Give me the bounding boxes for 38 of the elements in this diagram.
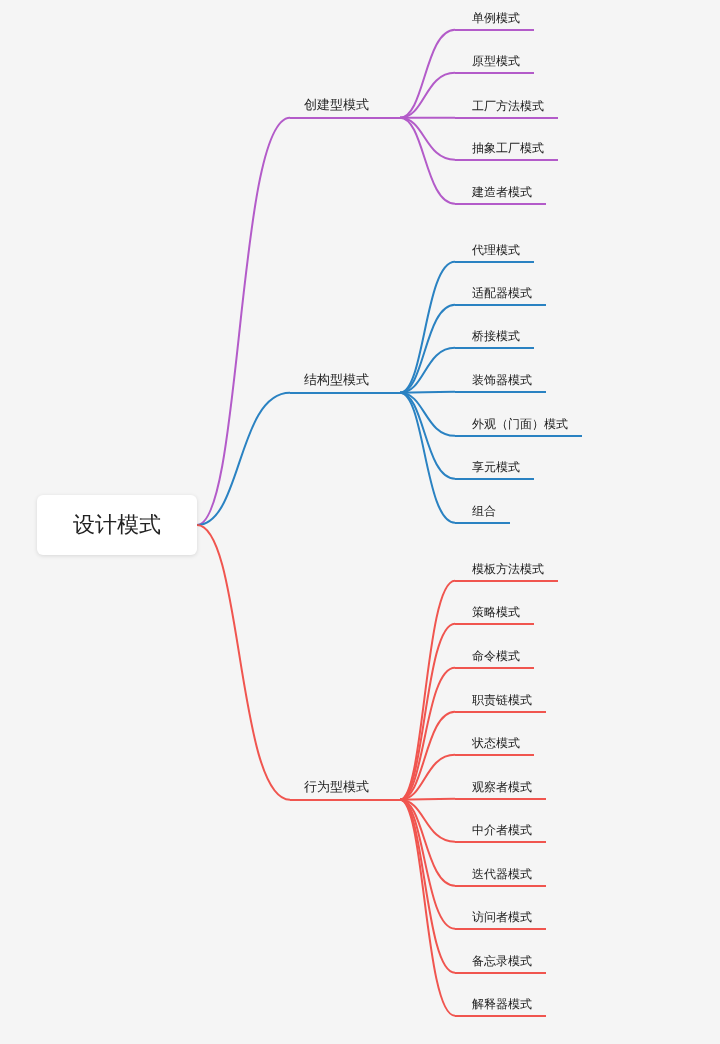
leaf-topic: 桥接模式 bbox=[455, 326, 534, 349]
leaf-topic: 观察者模式 bbox=[455, 777, 546, 800]
leaf-topic: 抽象工厂模式 bbox=[455, 138, 558, 161]
leaf-topic: 工厂方法模式 bbox=[455, 96, 558, 119]
leaf-topic: 状态模式 bbox=[455, 733, 534, 756]
branch-topic: 创建型模式 bbox=[290, 94, 400, 119]
leaf-topic: 装饰器模式 bbox=[455, 370, 546, 393]
leaf-topic: 单例模式 bbox=[455, 8, 534, 31]
branch-line bbox=[399, 28, 456, 119]
branch-line bbox=[196, 524, 291, 801]
branch-line bbox=[399, 303, 456, 394]
branch-line bbox=[399, 346, 456, 394]
leaf-topic: 命令模式 bbox=[455, 646, 534, 669]
leaf-topic: 组合 bbox=[455, 501, 510, 524]
leaf-topic: 访问者模式 bbox=[455, 907, 546, 930]
branch-line bbox=[399, 710, 456, 801]
leaf-topic: 享元模式 bbox=[455, 457, 534, 480]
leaf-topic: 迭代器模式 bbox=[455, 864, 546, 887]
leaf-topic: 建造者模式 bbox=[455, 182, 546, 205]
branch-line bbox=[399, 116, 456, 205]
root-topic-box: 设计模式 bbox=[37, 495, 197, 555]
leaf-topic: 代理模式 bbox=[455, 240, 534, 263]
branch-topic: 结构型模式 bbox=[290, 369, 400, 394]
leaf-topic: 中介者模式 bbox=[455, 820, 546, 843]
branch-line bbox=[196, 116, 291, 526]
leaf-topic: 适配器模式 bbox=[455, 283, 546, 306]
branch-line bbox=[399, 71, 456, 119]
branch-line bbox=[399, 798, 456, 1017]
leaf-topic: 解释器模式 bbox=[455, 994, 546, 1017]
leaf-topic: 策略模式 bbox=[455, 602, 534, 625]
branch-topic: 行为型模式 bbox=[290, 776, 400, 801]
branch-line bbox=[399, 391, 456, 524]
leaf-topic: 模板方法模式 bbox=[455, 559, 558, 582]
leaf-topic: 原型模式 bbox=[455, 51, 534, 74]
leaf-topic: 外观（门面）模式 bbox=[455, 414, 582, 437]
leaf-topic: 职责链模式 bbox=[455, 690, 546, 713]
branch-line bbox=[399, 798, 456, 974]
leaf-topic: 备忘录模式 bbox=[455, 951, 546, 974]
